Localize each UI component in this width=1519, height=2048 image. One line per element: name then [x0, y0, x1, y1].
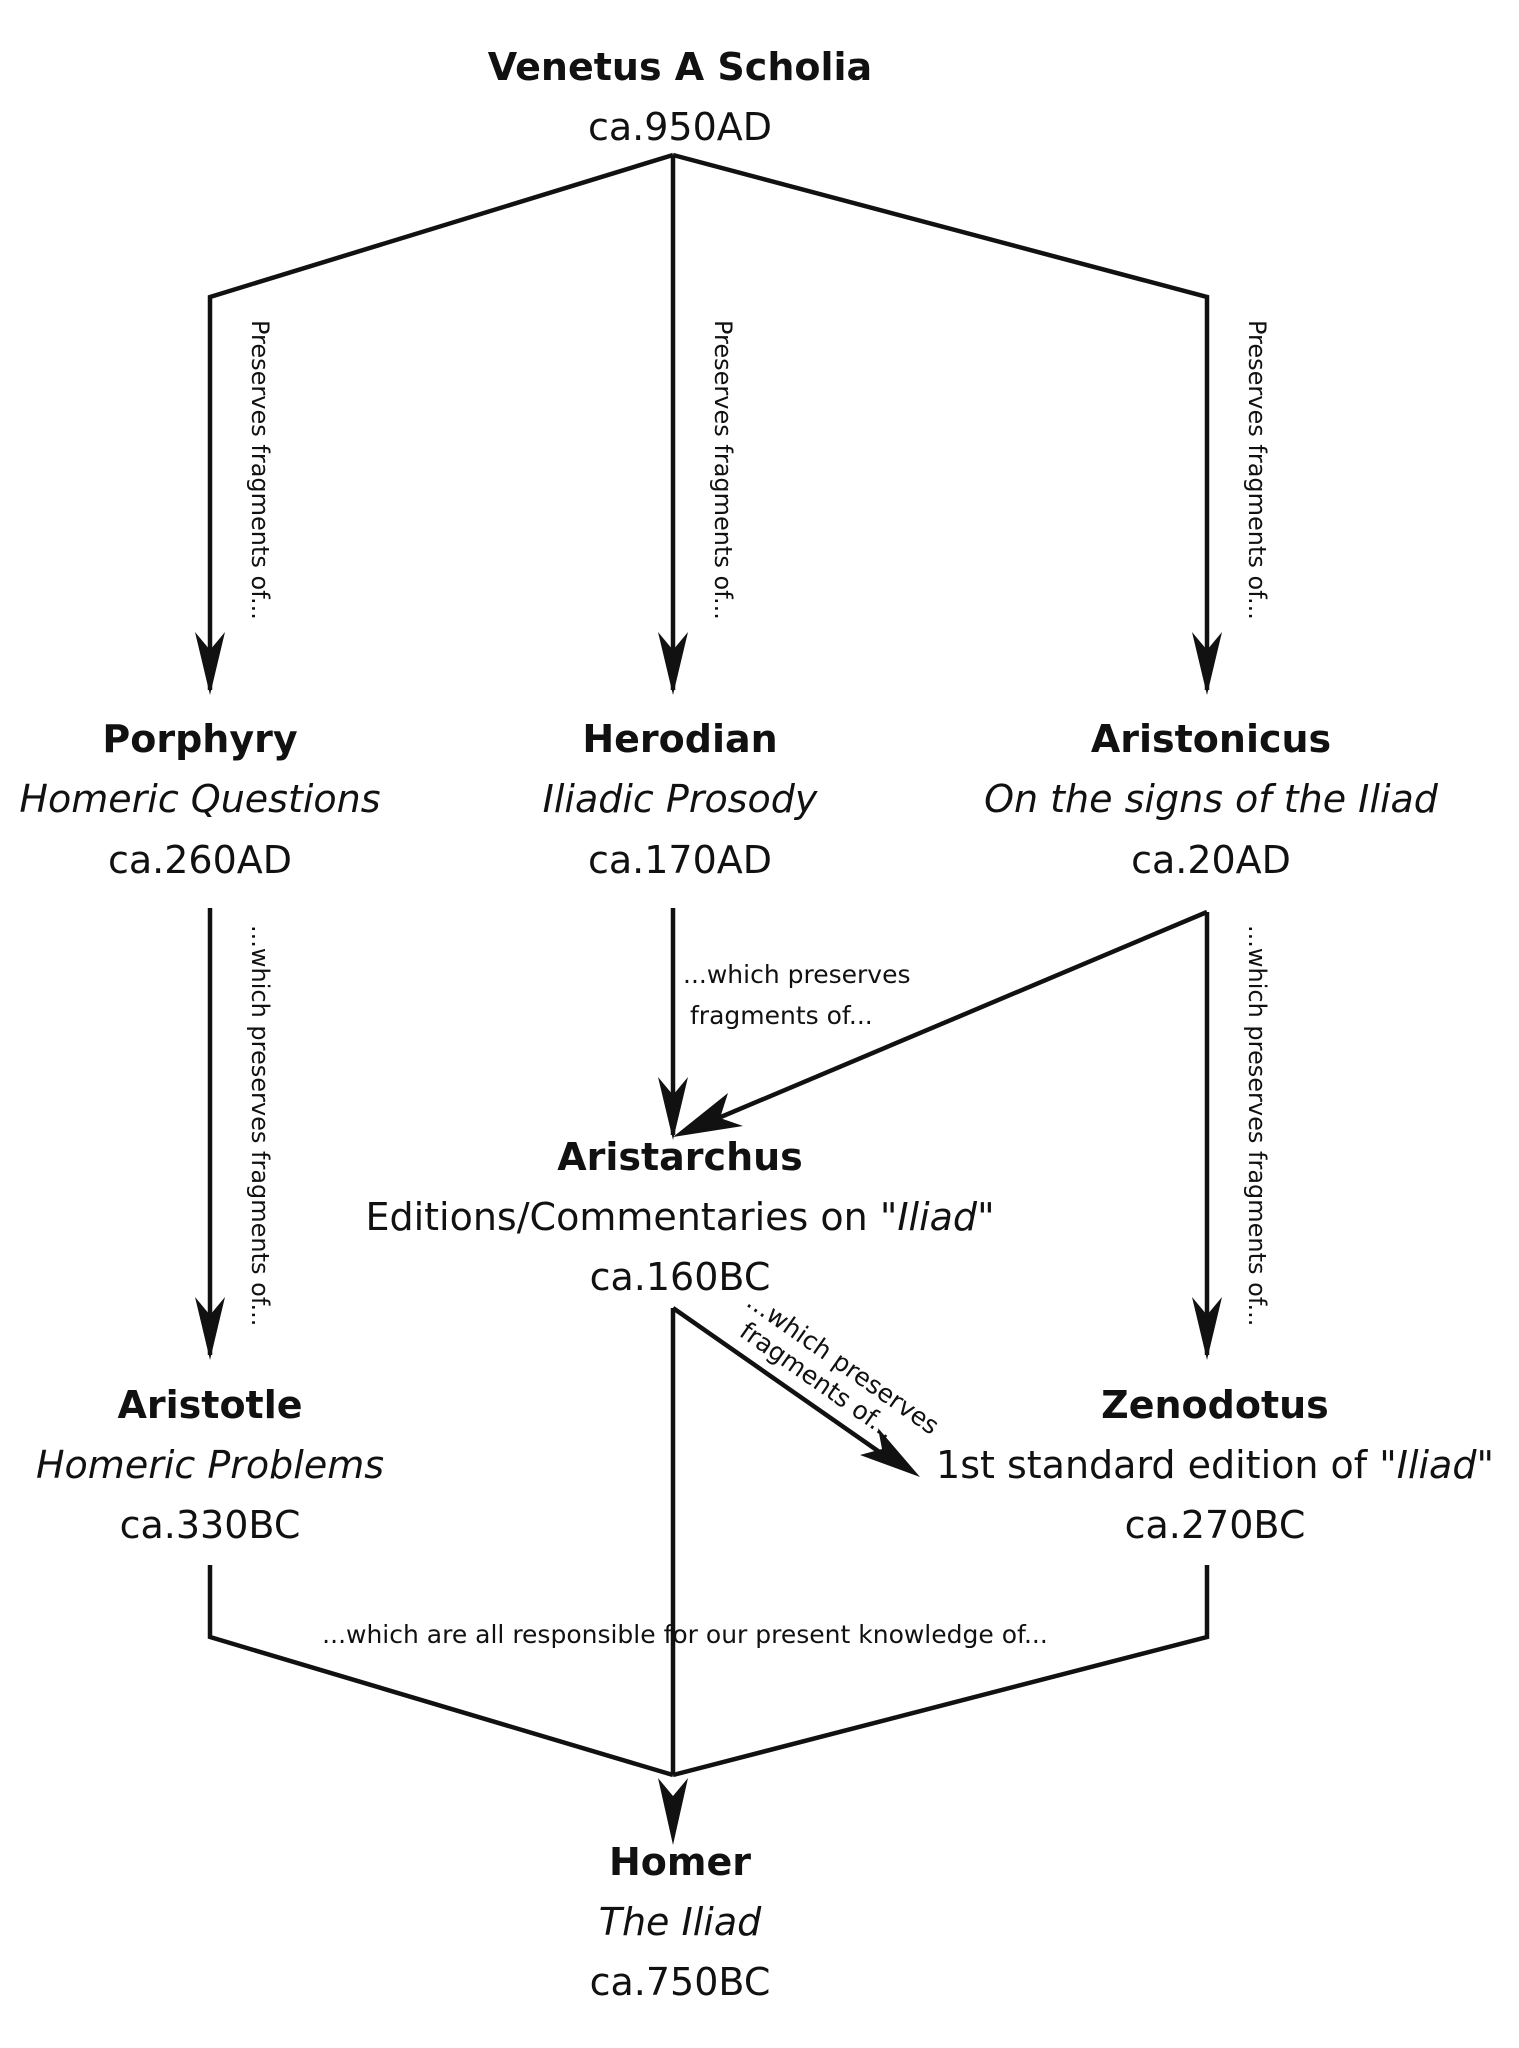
node-venetus: Venetus A Scholia ca.950AD: [488, 45, 872, 149]
node-zenodotus: Zenodotus 1st standard edition of "Iliad…: [936, 1383, 1494, 1547]
label-preserves-aristonicus: Preserves fragments of...: [1243, 320, 1271, 620]
label-which-preserves-herodian-line2: fragments of...: [690, 1001, 873, 1030]
node-herodian: Herodian Iliadic Prosody ca.170AD: [543, 717, 818, 882]
porphyry-name: Porphyry: [102, 717, 297, 761]
porphyry-date: ca.260AD: [108, 838, 292, 882]
edge-labels: Preserves fragments of... Preserves frag…: [246, 320, 1271, 1649]
arrowhead-aristotle: [195, 1297, 225, 1360]
zenodotus-date: ca.270BC: [1125, 1503, 1306, 1547]
zenodotus-work: 1st standard edition of "Iliad": [936, 1443, 1494, 1487]
homer-name: Homer: [609, 1840, 751, 1884]
venetus-name: Venetus A Scholia: [488, 45, 872, 89]
edge-venetus-to-porphyry: [207, 152, 674, 690]
aristotle-date: ca.330BC: [120, 1503, 301, 1547]
arrowhead-herodian: [658, 632, 688, 695]
edge-venetus-to-aristonicus: [672, 152, 1210, 690]
herodian-name: Herodian: [582, 717, 777, 761]
aristarchus-date: ca.160BC: [590, 1255, 771, 1299]
arrowhead-aristarchus-from-aristonicus: [673, 1093, 743, 1137]
porphyry-work: Homeric Questions: [19, 777, 380, 821]
aristonicus-date: ca.20AD: [1131, 838, 1291, 882]
node-homer: Homer The Iliad ca.750BC: [590, 1840, 771, 2004]
label-all-responsible: ...which are all responsible for our pre…: [322, 1620, 1048, 1649]
connectors: [195, 152, 1222, 1845]
label-which-preserves-porphyry: ...which preserves fragments of...: [246, 925, 274, 1326]
herodian-date: ca.170AD: [588, 838, 772, 882]
herodian-work: Iliadic Prosody: [543, 777, 818, 821]
label-which-preserves-aristonicus: ...which preserves fragments of...: [1243, 925, 1271, 1326]
edge-aristotle-to-homer: [207, 1565, 674, 1778]
aristotle-name: Aristotle: [117, 1383, 302, 1427]
label-which-preserves-herodian-line1: ...which preserves: [683, 960, 910, 989]
edge-aristonicus-to-aristarchus: [689, 909, 1208, 1133]
aristonicus-work: On the signs of the Iliad: [984, 777, 1439, 821]
arrowhead-zenodotus-edition: [860, 1428, 920, 1477]
homer-work: The Iliad: [599, 1900, 762, 1944]
aristotle-work: Homeric Problems: [36, 1443, 384, 1487]
node-aristonicus: Aristonicus On the signs of the Iliad ca…: [984, 717, 1439, 882]
aristarchus-name: Aristarchus: [557, 1135, 803, 1179]
arrowhead-porphyry: [195, 632, 225, 695]
node-aristotle: Aristotle Homeric Problems ca.330BC: [36, 1383, 384, 1547]
arrowhead-aristarchus-from-herodian: [658, 1077, 688, 1140]
arrowhead-zenodotus: [1192, 1297, 1222, 1360]
label-preserves-porphyry: Preserves fragments of...: [246, 320, 274, 620]
node-aristarchus: Aristarchus Editions/Commentaries on "Il…: [365, 1135, 994, 1299]
aristonicus-name: Aristonicus: [1091, 717, 1331, 761]
aristarchus-work: Editions/Commentaries on "Iliad": [365, 1195, 994, 1239]
homer-date: ca.750BC: [590, 1960, 771, 2004]
arrowhead-homer: [658, 1778, 688, 1845]
venetus-date: ca.950AD: [588, 105, 772, 149]
edge-aristarchus-to-zenodotus: [671, 1306, 900, 1467]
label-preserves-herodian: Preserves fragments of...: [709, 320, 737, 620]
edge-zenodotus-to-homer: [672, 1565, 1210, 1778]
zenodotus-name: Zenodotus: [1101, 1383, 1329, 1427]
node-porphyry: Porphyry Homeric Questions ca.260AD: [19, 717, 380, 882]
arrowhead-aristonicus: [1192, 632, 1222, 695]
